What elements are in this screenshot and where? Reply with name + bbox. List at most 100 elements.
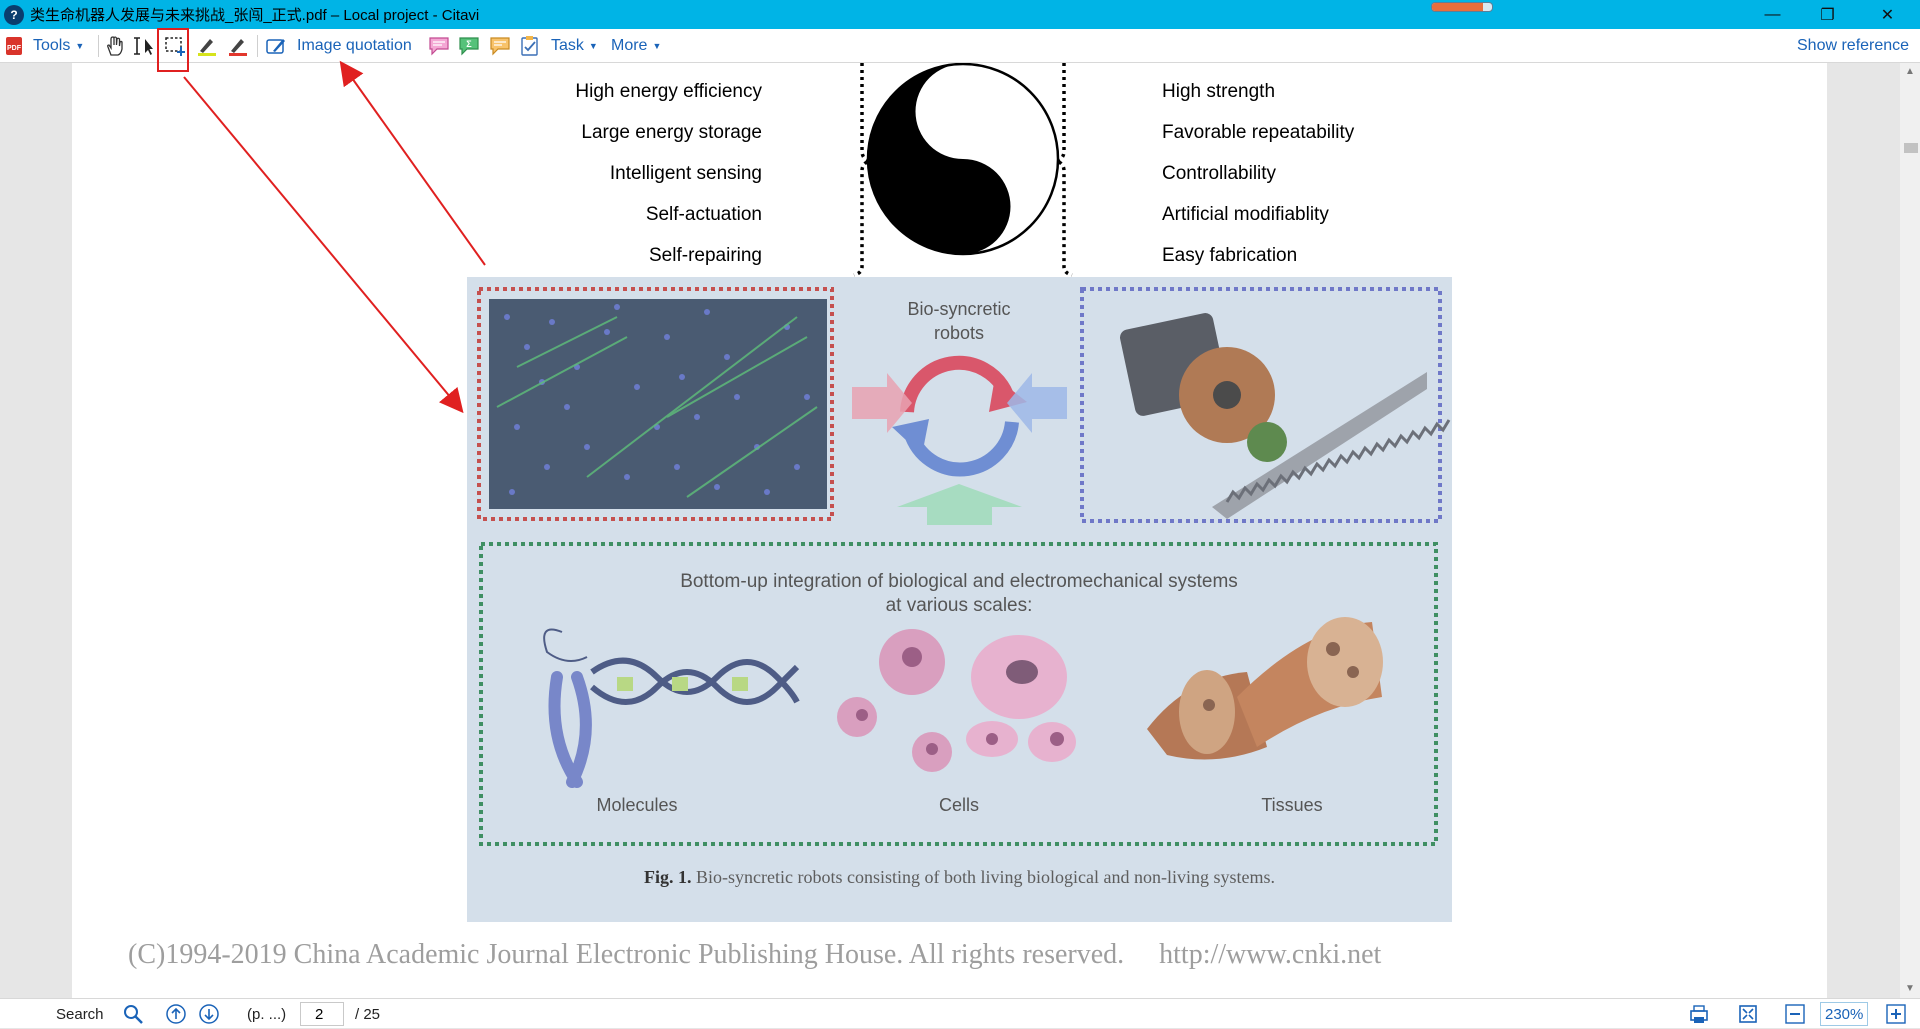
zoom-out-button[interactable] [1784, 999, 1806, 1029]
cell-micrograph [489, 299, 827, 509]
comment-button[interactable] [426, 29, 452, 63]
trait-item: Easy fabrication [1162, 245, 1298, 266]
trait-item: Favorable repeatability [1162, 122, 1355, 143]
toolbar-divider [98, 35, 99, 57]
close-button[interactable]: ✕ [1880, 6, 1895, 24]
toolbar-divider [257, 35, 258, 57]
vertical-scrollbar[interactable]: ▲ ▼ [1900, 63, 1920, 998]
search-button[interactable] [122, 999, 144, 1029]
show-reference-label: Show reference [1797, 37, 1910, 54]
trait-item: Self-repairing [649, 245, 762, 266]
scale-label-tissues: Tissues [1261, 795, 1322, 815]
scroll-down-icon[interactable]: ▼ [1905, 983, 1915, 994]
image-quotation-label: Image quotation [297, 37, 412, 54]
figure-panel: Bio-syncretic robots [467, 277, 1452, 922]
cell-nuclei [504, 304, 810, 495]
scale-label-cells: Cells [939, 795, 979, 815]
pdf-tools-menu[interactable]: PDF Tools ▼ [4, 29, 84, 63]
minimize-button[interactable]: — [1764, 5, 1781, 23]
chevron-down-icon: ▼ [75, 41, 85, 51]
speech-bubble-orange-icon [487, 33, 513, 59]
pdf-page: High energy efficiency Large energy stor… [72, 63, 1827, 998]
fit-page-button[interactable] [1737, 999, 1759, 1029]
trait-item: Self-actuation [645, 204, 762, 225]
image-quotation-button[interactable]: Image quotation [263, 29, 412, 63]
total-pages: / 25 [355, 1005, 381, 1023]
dashed-rectangle-icon [162, 33, 188, 59]
page-reference: (p. ...) [247, 1005, 287, 1023]
pdf-viewer[interactable]: High energy efficiency Large energy stor… [0, 63, 1920, 998]
scrollbar-thumb[interactable] [1904, 143, 1918, 153]
more-menu[interactable]: More ▼ [611, 29, 661, 63]
image-quote-icon [263, 33, 289, 59]
green-input-arrow [897, 484, 1022, 525]
highlight-red-button[interactable] [225, 29, 251, 63]
chevron-down-icon: ▼ [588, 41, 598, 51]
blue-arrowhead [892, 419, 929, 455]
right-brace [1055, 63, 1073, 277]
blue-cycle-arrow [905, 421, 1019, 477]
scroll-up-icon[interactable]: ▲ [1905, 66, 1915, 77]
cells-illustration [837, 629, 1076, 772]
pink-input-arrow [852, 373, 912, 433]
task-menu[interactable]: Task ▼ [551, 29, 598, 63]
zoom-level[interactable]: 230% [1820, 999, 1869, 1029]
status-bar: Search (p. ...) / 25 230% [0, 998, 1920, 1028]
show-reference-button[interactable]: Show reference [1797, 29, 1909, 63]
task-checklist-button[interactable] [517, 29, 543, 63]
toolbar: PDF Tools ▼ Image quotation [0, 29, 1920, 63]
bio-syncretic-label-2: robots [934, 323, 984, 343]
highlighter-yellow-icon [194, 33, 220, 59]
figure-caption-text: Bio-syncretic robots consisting of both … [691, 867, 1275, 887]
trait-item: Large energy storage [581, 122, 762, 143]
speech-bubble-green-icon: Σ [456, 33, 482, 59]
summary-button[interactable]: Σ [456, 29, 482, 63]
zoom-out-icon [1785, 1004, 1805, 1024]
image-selection-tool-button[interactable] [162, 29, 188, 63]
text-cursor-icon [131, 33, 157, 59]
mechanical-system-frame [1080, 287, 1442, 523]
zoom-level-value[interactable]: 230% [1820, 1002, 1869, 1026]
muscle-fibers [496, 316, 818, 498]
annotation-highlight-box [157, 28, 189, 72]
next-result-button[interactable] [198, 999, 220, 1029]
previous-result-button[interactable] [165, 999, 187, 1029]
thought-button[interactable] [487, 29, 513, 63]
zoom-in-button[interactable] [1885, 999, 1907, 1029]
trait-item: Intelligent sensing [609, 163, 762, 184]
more-label: More [611, 37, 648, 54]
page-number-input[interactable] [300, 1002, 344, 1026]
page-number-field[interactable] [300, 999, 344, 1029]
magnifier-icon [124, 1005, 143, 1024]
left-brace [853, 63, 871, 277]
annotation-arrow-to-figure [183, 76, 464, 414]
checklist-icon [517, 33, 543, 59]
left-traits-list: High energy efficiency Large energy stor… [512, 71, 762, 276]
print-button[interactable] [1688, 999, 1710, 1029]
task-label: Task [551, 37, 584, 54]
search-label: Search [56, 1005, 104, 1023]
highlight-yellow-button[interactable] [194, 29, 220, 63]
yin-yang-icon [866, 63, 1060, 256]
figure-caption: Fig. 1. Bio-syncretic robots consisting … [467, 867, 1452, 888]
printer-icon [1690, 1005, 1708, 1023]
hand-icon [102, 33, 128, 59]
progress-fill [1432, 3, 1483, 11]
progress-indicator [1431, 2, 1493, 12]
arrow-up-circle-icon [166, 1004, 186, 1024]
maximize-button[interactable]: ❐ [1820, 6, 1835, 24]
integration-frame [479, 542, 1438, 846]
blue-input-arrow [1007, 373, 1067, 433]
fit-page-icon [1739, 1005, 1757, 1023]
text-select-tool-button[interactable] [131, 29, 157, 63]
svg-text:PDF: PDF [7, 45, 22, 52]
biological-system-frame [477, 287, 834, 521]
hand-tool-button[interactable] [102, 29, 128, 63]
figure-graphics: Bio-syncretic robots [477, 287, 1451, 846]
annotation-arrow-to-image-quotation [339, 60, 486, 266]
title-bar: ? 类生命机器人发展与未来挑战_张闯_正式.pdf – Local projec… [0, 0, 1920, 29]
tissues-illustration [1147, 617, 1383, 760]
integration-title-line-2: at various scales: [886, 595, 1033, 616]
zoom-in-icon [1886, 1004, 1906, 1024]
svg-text:Σ: Σ [466, 39, 472, 49]
